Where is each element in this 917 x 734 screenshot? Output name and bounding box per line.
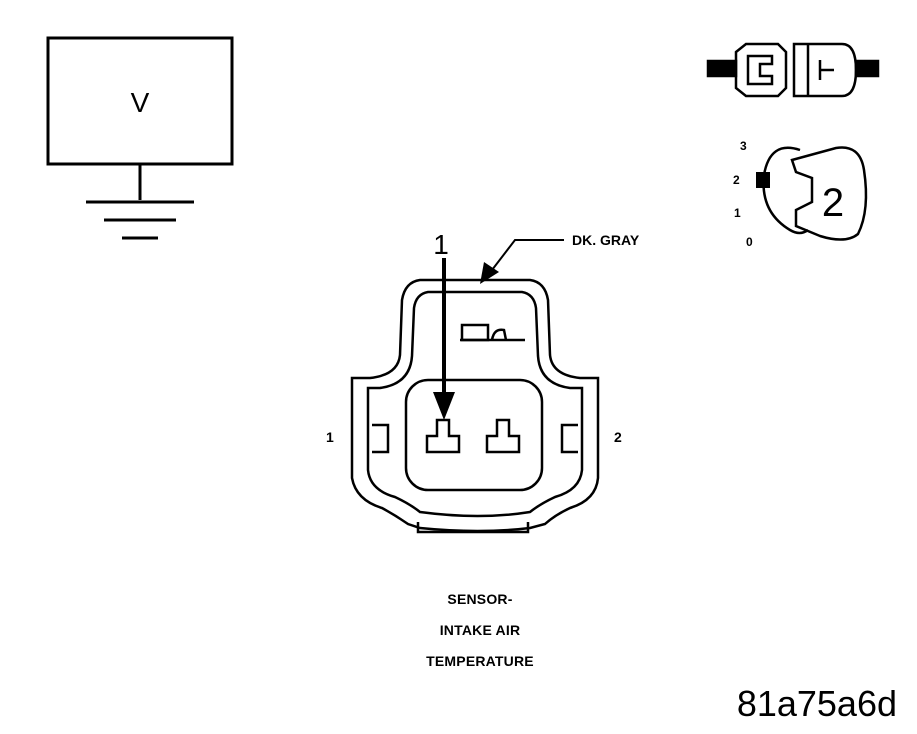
wire-color-label: DK. GRAY — [572, 232, 640, 248]
terminal-arrow — [433, 258, 455, 420]
caption-line-1: SENSOR- — [447, 591, 513, 607]
caption-line-3: TEMPERATURE — [426, 653, 534, 669]
probe-plug-icon — [706, 42, 880, 98]
sensor-connector — [350, 278, 600, 534]
pin-2-label: 2 — [614, 429, 622, 445]
scale-label-1: 1 — [734, 206, 741, 220]
pin-1-label: 1 — [326, 429, 334, 445]
scale-label-3: 3 — [740, 139, 747, 153]
reference-code: 81a75a6d — [736, 683, 897, 724]
callout-number: 1 — [433, 229, 449, 260]
voltmeter-label: V — [131, 87, 150, 118]
scale-label-0: 0 — [746, 235, 753, 249]
probe-selected-number: 2 — [822, 181, 844, 225]
scale-label-2: 2 — [733, 173, 740, 187]
wire-color-leader — [480, 239, 564, 284]
voltmeter-symbol — [46, 36, 234, 240]
caption-line-2: INTAKE AIR — [439, 622, 521, 638]
probe-selector-icon — [756, 146, 868, 241]
